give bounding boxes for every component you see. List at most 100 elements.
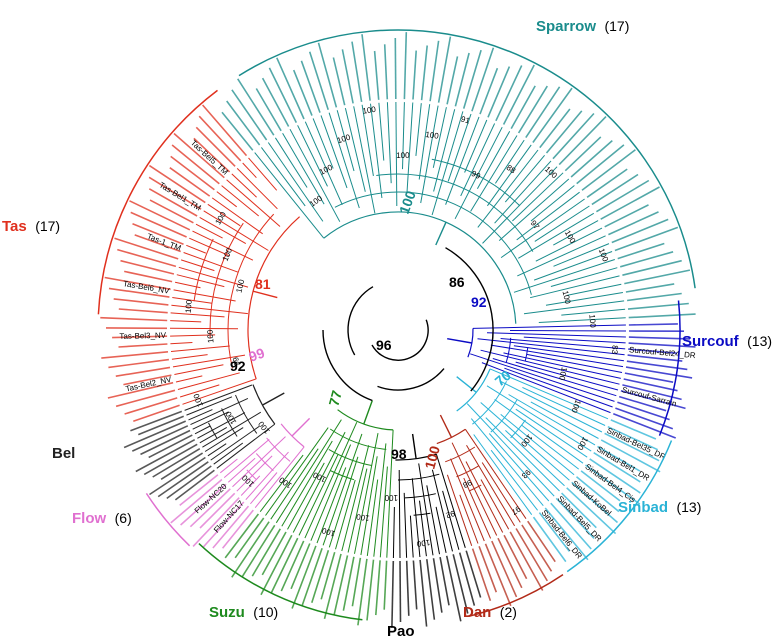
support-root-96: 96	[376, 337, 392, 353]
tip-branch	[179, 384, 220, 398]
tip-label-mark	[323, 553, 342, 619]
clade-outer-arc-dan	[469, 573, 564, 617]
small-support-value: 100	[184, 299, 194, 314]
tip-label-mark	[166, 465, 212, 500]
tip-branch	[498, 178, 570, 241]
tip-branch	[223, 439, 270, 478]
clade-label-sparrow: Sparrow (17)	[536, 18, 629, 35]
tip-branch	[433, 109, 456, 192]
clade-subtree-arc	[193, 238, 214, 302]
tip-label-mark	[555, 497, 595, 539]
tip-branch	[411, 478, 421, 558]
tip-branch	[183, 252, 239, 273]
tip-label-mark	[525, 86, 561, 139]
tip-label-mark	[173, 132, 225, 179]
clade-stem	[363, 400, 373, 425]
tip-branch	[517, 235, 606, 277]
tip-label-mark	[107, 381, 174, 399]
tip-branch	[464, 119, 488, 173]
tip-label-mark	[124, 270, 173, 283]
tip-branch	[509, 330, 627, 332]
tip-branch	[170, 334, 216, 337]
tip-branch	[470, 353, 615, 402]
tip-label-mark	[571, 481, 619, 524]
support-tas: 81	[255, 276, 271, 292]
tip-label-mark	[604, 204, 649, 228]
tip-label-mark	[628, 342, 696, 348]
tip-label-mark	[604, 432, 660, 462]
tip-branch	[275, 419, 342, 524]
clade-subtree-arc	[328, 448, 372, 466]
tip-label-mark	[623, 378, 678, 392]
tip-branch	[420, 105, 439, 204]
clade-subtree-arc	[235, 394, 258, 434]
tip-label-mark	[148, 188, 198, 217]
tip-label-mark	[454, 52, 470, 107]
tip-branch	[195, 223, 223, 239]
tip-label-mark	[517, 85, 548, 134]
clade-subtree-arc	[490, 399, 518, 433]
small-support-value: 92	[444, 509, 456, 520]
tip-branch	[231, 173, 257, 198]
tip-label-mark	[192, 497, 240, 547]
small-support-value: 100	[563, 229, 578, 246]
tip-label-mark	[308, 51, 329, 111]
tip-label-mark	[403, 32, 408, 100]
tip-label-mark	[394, 37, 397, 100]
small-support-value: 100	[597, 247, 611, 263]
tip-branch	[545, 292, 623, 306]
tip-branch	[184, 384, 253, 411]
tip-branch	[392, 506, 395, 559]
tip-branch	[254, 446, 305, 509]
support-dan: 100	[421, 444, 443, 471]
tip-label-mark	[341, 49, 354, 104]
support-suzu: 77	[325, 388, 345, 407]
tip-branch	[281, 440, 333, 527]
tip-label-mark	[550, 502, 592, 550]
small-support-value: 100	[192, 392, 205, 408]
tip-branch	[344, 107, 366, 192]
tip-branch	[442, 490, 460, 550]
tip-label-mark	[291, 545, 317, 609]
small-support-value: 100	[587, 314, 597, 329]
tip-branch	[486, 144, 532, 207]
tip-branch	[488, 433, 550, 502]
tip-label-mark	[624, 269, 691, 285]
clade-root-arc	[436, 428, 466, 445]
tip-label-mark	[320, 551, 336, 600]
tip-label-mark	[115, 389, 176, 408]
support-sparrow: 100	[396, 188, 419, 216]
tip-label-mark	[202, 501, 245, 548]
tip-label-mark	[195, 126, 236, 167]
tip-branch	[516, 191, 580, 241]
small-support-value: 100	[206, 329, 216, 343]
clade-subtree-arc	[431, 158, 521, 207]
tip-branch	[464, 429, 527, 519]
tip-branch	[494, 160, 552, 224]
tip-branch	[211, 197, 263, 235]
tip-label-mark	[143, 443, 198, 476]
tip-label-mark	[138, 415, 184, 436]
tip-branch	[254, 152, 325, 239]
tip-label-mark	[300, 60, 321, 113]
tip-label-mark	[135, 438, 196, 473]
tip-branch	[522, 386, 606, 426]
tip-branch	[236, 168, 278, 210]
tip-label-mark	[558, 116, 607, 166]
tip-branch	[207, 443, 227, 457]
tip-label-mark	[123, 420, 187, 449]
tip-label-mark	[595, 179, 650, 213]
tip-branch	[473, 434, 533, 515]
clade-subtree-arc	[524, 347, 529, 362]
tip-branch	[489, 368, 609, 420]
tip-branch	[186, 244, 206, 254]
tip-branch	[378, 102, 385, 161]
clade-subtree-arc	[397, 473, 440, 481]
tip-branch	[373, 443, 387, 557]
tip-branch	[481, 362, 611, 414]
tip-label-mark	[445, 555, 462, 622]
tip-branch	[480, 349, 620, 385]
tip-label-mark	[133, 404, 180, 423]
tip-label-mark	[373, 50, 380, 100]
support-pao: 98	[391, 446, 407, 462]
